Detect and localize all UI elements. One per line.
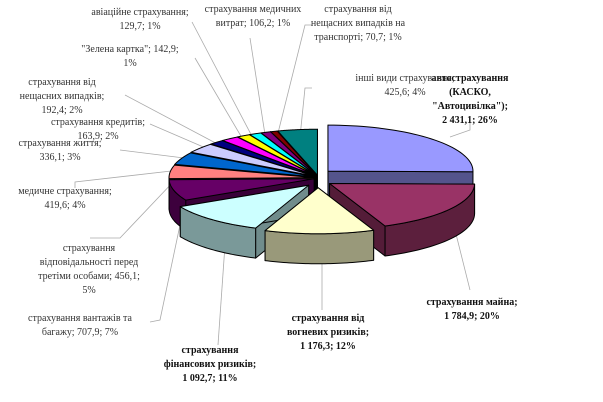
label-cargo: страхування вантажів та багажу; 707,9; 7%	[28, 312, 132, 340]
label-line: "Автоцивілка");	[432, 101, 508, 112]
label-line: 2 431,1; 26%	[442, 115, 498, 126]
label-line: 419,6; 4%	[44, 200, 86, 211]
label-line: (КАСКО,	[449, 87, 491, 98]
label-property: страхування майна; 1 784,9; 20%	[426, 296, 517, 324]
leader-line-property	[454, 229, 471, 291]
label-line: 1 784,9; 20%	[444, 311, 500, 322]
label-fire: страхування від вогневих ризиків; 1 176,3;…	[287, 312, 369, 354]
label-line: страхування медичних	[204, 4, 302, 15]
pie-slice-top	[329, 182, 476, 227]
leader-line-medexp	[249, 37, 267, 142]
label-financial: страхування фінансових ризиків; 1 092,7; 1…	[164, 344, 256, 386]
pie-slice-top	[174, 152, 315, 178]
label-line: витрат; 106,2; 1%	[215, 18, 291, 29]
label-liability: страхування відповідальності перед третіми…	[38, 242, 140, 298]
label-line: багажу; 707,9; 7%	[41, 327, 119, 338]
label-line: 163,9; 2%	[77, 131, 119, 142]
label-accidents: страхування від нещасних випадків; 192,4; …	[20, 76, 105, 118]
pie-slice-top	[277, 128, 318, 176]
label-greencard: "Зелена картка"; 142,9; 1%	[81, 43, 178, 71]
leader-line-aviation	[191, 21, 256, 143]
label-line: 192,4; 2%	[41, 105, 83, 116]
pie-slice-top	[168, 164, 315, 180]
pie-slice-top	[237, 134, 317, 177]
label-line: медичне страхування;	[18, 186, 112, 197]
leader-line-cargo	[149, 224, 181, 323]
label-line: страхування	[181, 345, 239, 356]
label-line: 1 176,3; 12%	[300, 341, 356, 352]
label-transport: страхування від нещасних випадків на транс…	[311, 3, 405, 45]
label-line: страхування від	[324, 4, 392, 15]
label-line: страхування	[62, 243, 116, 254]
label-line: страхування вантажів та	[28, 313, 132, 324]
label-line: страхування від	[28, 77, 96, 88]
leader-line-medical	[74, 169, 181, 188]
label-line: 1 092,7; 11%	[182, 373, 238, 384]
leader-line-greencard	[194, 57, 246, 144]
label-line: 425,6; 4%	[384, 87, 426, 98]
pie-slice-top	[222, 136, 317, 177]
label-line: 336,1; 3%	[39, 152, 81, 163]
leader-lines	[74, 21, 471, 346]
pie-slice-top	[249, 132, 317, 176]
pie-slice	[264, 187, 375, 265]
label-aviation: авіаційне страхування; 129,7; 1%	[91, 6, 188, 34]
label-line: нещасних випадків на	[310, 18, 406, 29]
label-line: 5%	[82, 285, 96, 296]
label-line: авіаційне страхування;	[91, 7, 189, 18]
label-auto: автострахування (КАСКО, "Автоцивілка"); 2 4…	[432, 72, 509, 128]
label-line: нещасних випадків;	[19, 91, 105, 102]
label-line: страхування майна;	[426, 297, 518, 308]
label-medexp: страхування медичних витрат; 106,2; 1%	[205, 3, 302, 31]
leader-line-other	[299, 87, 312, 138]
label-line: інші види страхування;	[355, 73, 455, 84]
leader-line-financial	[217, 244, 226, 346]
label-line: "Зелена картка"; 142,9;	[81, 44, 179, 55]
pie-slice-top	[327, 124, 474, 173]
label-life: страхування життя; 336,1; 3%	[18, 137, 101, 165]
label-line: страхування кредитів;	[50, 117, 146, 128]
pie-slice-top	[168, 178, 315, 201]
label-line: 1%	[123, 58, 137, 69]
label-line: 129,7; 1%	[119, 21, 161, 32]
leader-line-auto	[449, 122, 471, 138]
pie-slice-top	[210, 140, 316, 177]
label-line: третіми особами; 456,1;	[38, 271, 140, 282]
label-line: вогневих ризиків;	[286, 327, 370, 338]
label-medical: медичне страхування; 419,6; 4%	[18, 185, 112, 213]
label-line: фінансових ризиків;	[163, 359, 257, 370]
leader-line-accidents	[124, 94, 226, 149]
label-line: транспорті; 70,7; 1%	[314, 32, 402, 43]
pie-slice-top	[264, 187, 375, 235]
label-line: відповідальності перед	[39, 257, 139, 268]
pie-slice-side	[264, 229, 375, 265]
pie-slice-top	[179, 184, 310, 229]
label-other: інші види страхування; 425,6; 4%	[355, 72, 454, 100]
leader-line-transport	[275, 24, 312, 142]
label-line: страхування життя;	[18, 138, 102, 149]
leader-line-liability	[90, 179, 176, 239]
pie-slice-top	[190, 143, 316, 177]
label-credit: страхування кредитів; 163,9; 2%	[51, 116, 145, 144]
label-line: автострахування	[431, 73, 509, 84]
label-line: страхування від	[291, 313, 365, 324]
